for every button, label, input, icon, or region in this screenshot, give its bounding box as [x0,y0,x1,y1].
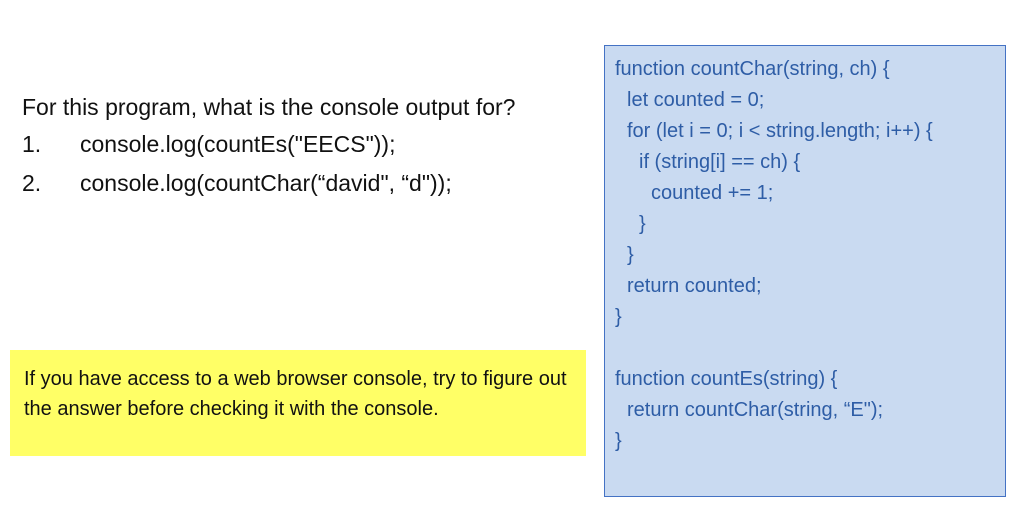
hint-box: If you have access to a web browser cons… [10,350,586,456]
question-item-1: 1. console.log(countEs("EECS")); [22,129,562,160]
code-line: } [615,430,622,452]
code-line: if (string[i] == ch) { [639,151,801,173]
question-item-2: 2. console.log(countChar(“david", “d")); [22,168,562,199]
question-number: 1. [22,131,42,157]
code-line: for (let i = 0; i < string.length; i++) … [627,120,933,142]
question-text: For this program, what is the console ou… [22,94,516,120]
code-panel: function countChar(string, ch) { let cou… [604,45,1006,497]
question-number: 2. [22,170,42,196]
hint-text: If you have access to a web browser cons… [24,368,567,420]
code-line: } [627,244,634,266]
question-block: For this program, what is the console ou… [22,92,562,207]
code-line: return countChar(string, “E"); [627,399,884,421]
question-list: 1. console.log(countEs("EECS")); 2. cons… [22,129,562,199]
code-line: counted += 1; [651,182,774,204]
code-line [615,333,995,364]
question-code: console.log(countEs("EECS")); [80,131,396,157]
code-line: function countChar(string, ch) { [615,58,890,80]
code-line: } [639,213,646,235]
question-code: console.log(countChar(“david", “d")); [80,170,452,196]
code-line: let counted = 0; [627,89,765,111]
code-line: } [615,306,622,328]
code-line: function countEs(string) { [615,368,838,390]
code-line: return counted; [627,275,762,297]
